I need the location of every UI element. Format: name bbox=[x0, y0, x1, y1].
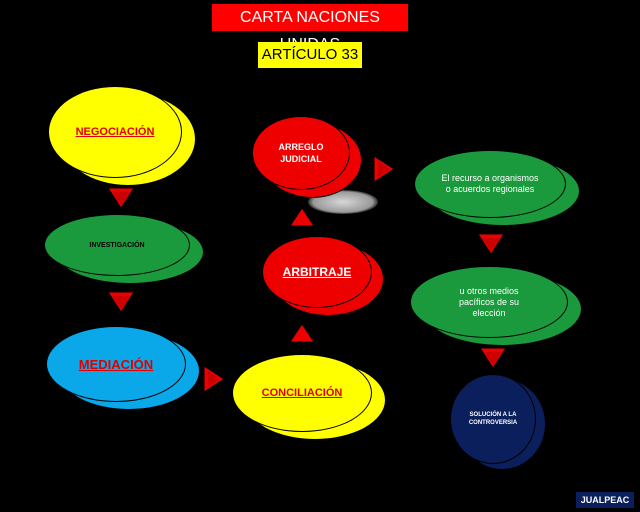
node-conciliacion: CONCILIACIÓN bbox=[232, 354, 386, 440]
arrow-down-icon bbox=[476, 232, 506, 256]
page-title: CARTA NACIONES UNIDAS bbox=[212, 4, 408, 53]
node-investigacion-label: INVESTIGACIÓN bbox=[89, 241, 145, 249]
node-solucion-label: SOLUCIÓN A LA CONTROVERSIA bbox=[468, 412, 518, 426]
node-solucion: SOLUCIÓN A LA CONTROVERSIA bbox=[450, 374, 546, 470]
node-organismos: El recurso a organismos o acuerdos regio… bbox=[414, 150, 580, 226]
node-investigacion: INVESTIGACIÓN bbox=[44, 214, 204, 284]
node-negociacion-label: NEGOCIACIÓN bbox=[75, 126, 155, 138]
arrow-right-icon bbox=[372, 154, 396, 184]
arrow-down-icon bbox=[106, 186, 136, 210]
node-arbitraje: ARBITRAJE bbox=[262, 236, 384, 316]
node-mediacion-label: MEDIACIÓN bbox=[78, 356, 154, 372]
page-subtitle: ARTÍCULO 33 bbox=[258, 42, 362, 68]
node-otros-medios-label: u otros medios pacíficos de su elección bbox=[458, 285, 520, 318]
arrow-down-icon bbox=[478, 346, 508, 370]
node-conciliacion-label: CONCILIACIÓN bbox=[261, 387, 343, 399]
node-arbitraje-label: ARBITRAJE bbox=[282, 265, 352, 279]
node-otros-medios: u otros medios pacíficos de su elección bbox=[410, 266, 582, 346]
node-mediacion: MEDIACIÓN bbox=[46, 326, 200, 410]
node-negociacion: NEGOCIACIÓN bbox=[48, 86, 196, 186]
arrow-up-icon bbox=[288, 322, 316, 344]
author-badge: JUALPEAC bbox=[576, 492, 634, 508]
node-arreglo-judicial-label: ARREGLO JUDICIAL bbox=[278, 142, 324, 164]
arrow-down-icon bbox=[106, 290, 136, 314]
arrow-right-icon bbox=[202, 364, 226, 394]
node-arreglo-judicial: ARREGLO JUDICIAL bbox=[252, 116, 362, 198]
node-organismos-label: El recurso a organismos o acuerdos regio… bbox=[441, 173, 539, 194]
arrow-up-icon bbox=[288, 206, 316, 228]
